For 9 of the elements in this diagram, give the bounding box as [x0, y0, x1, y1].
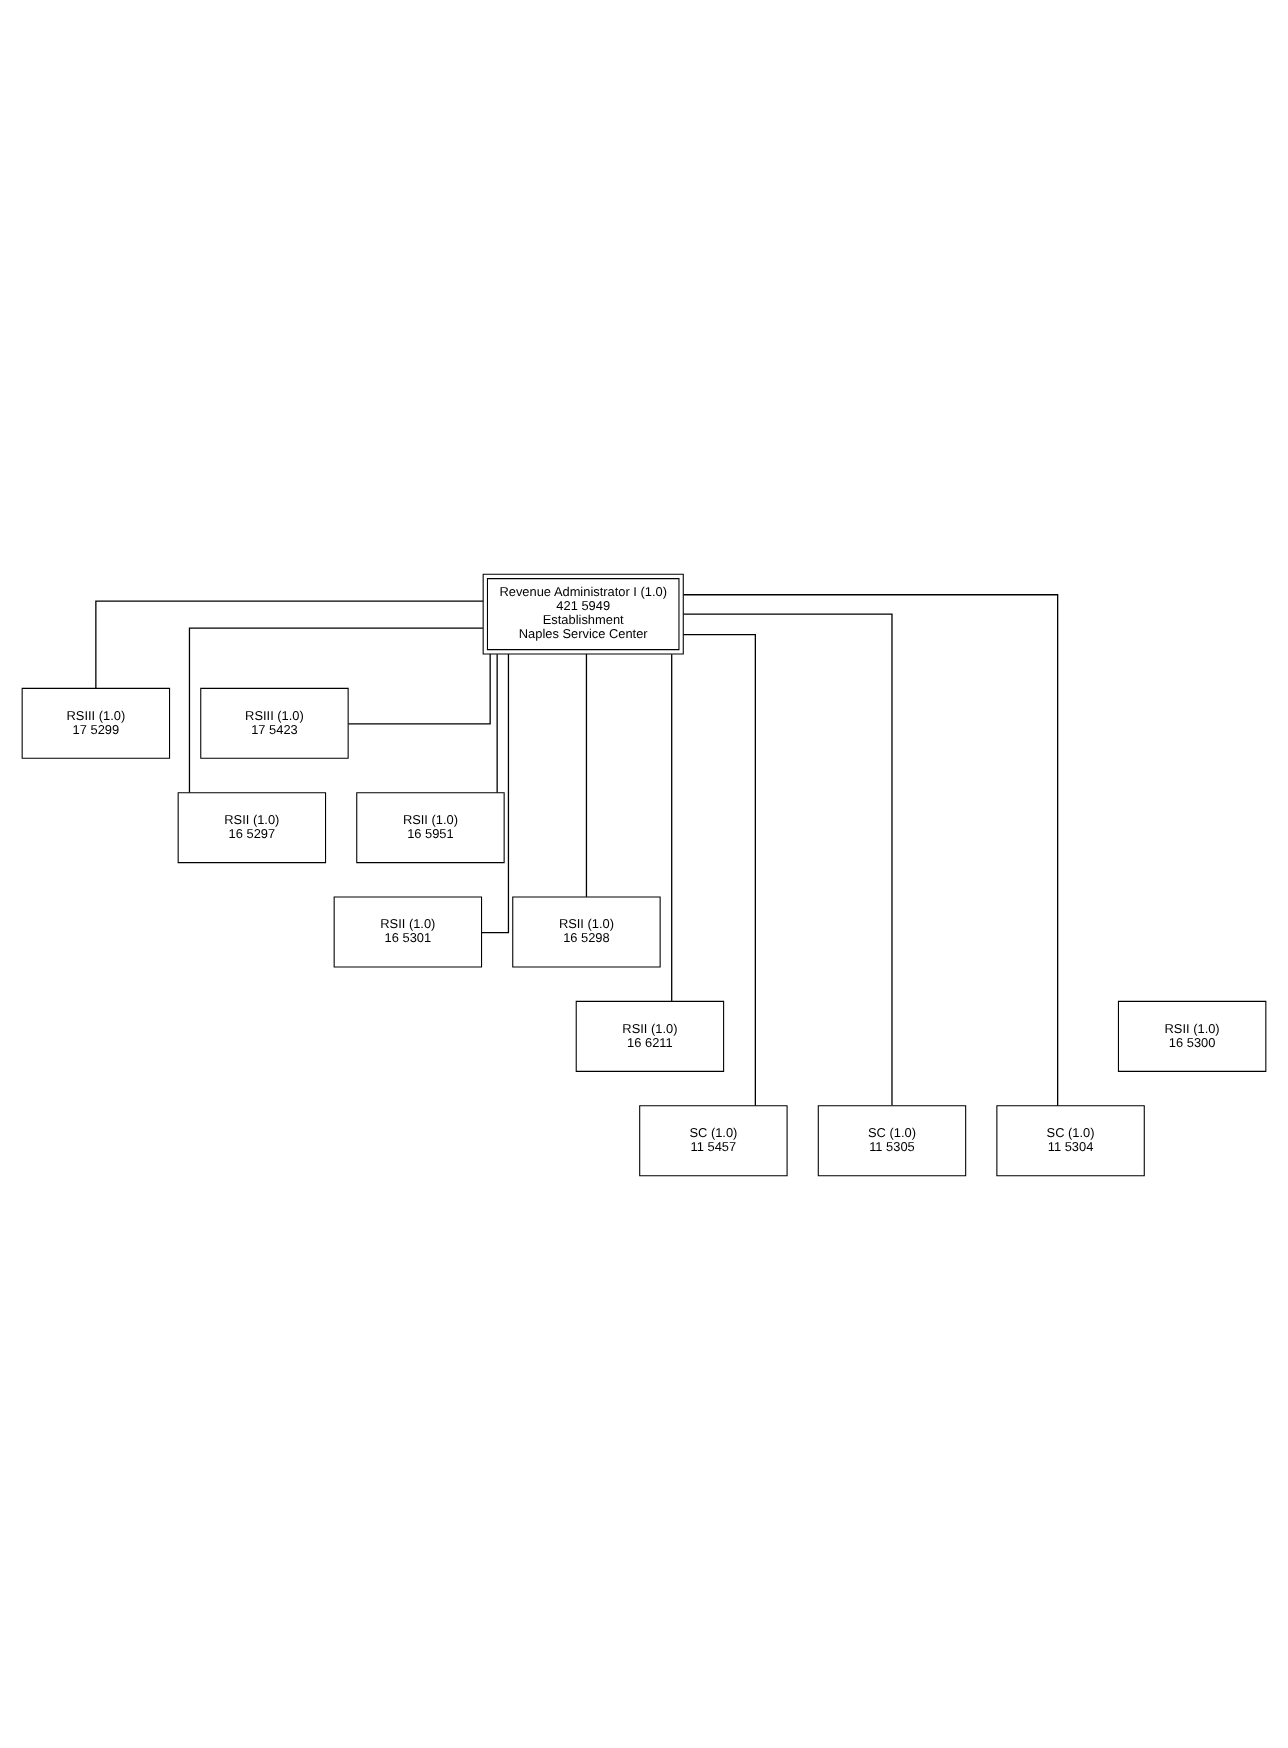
connector	[682, 593, 1059, 1106]
connector	[496, 652, 498, 793]
connector	[188, 626, 484, 793]
connector	[682, 632, 756, 1106]
connector	[585, 652, 588, 897]
connector	[95, 599, 484, 688]
connector	[671, 652, 673, 1001]
connector	[682, 612, 893, 1105]
connector	[347, 652, 491, 724]
